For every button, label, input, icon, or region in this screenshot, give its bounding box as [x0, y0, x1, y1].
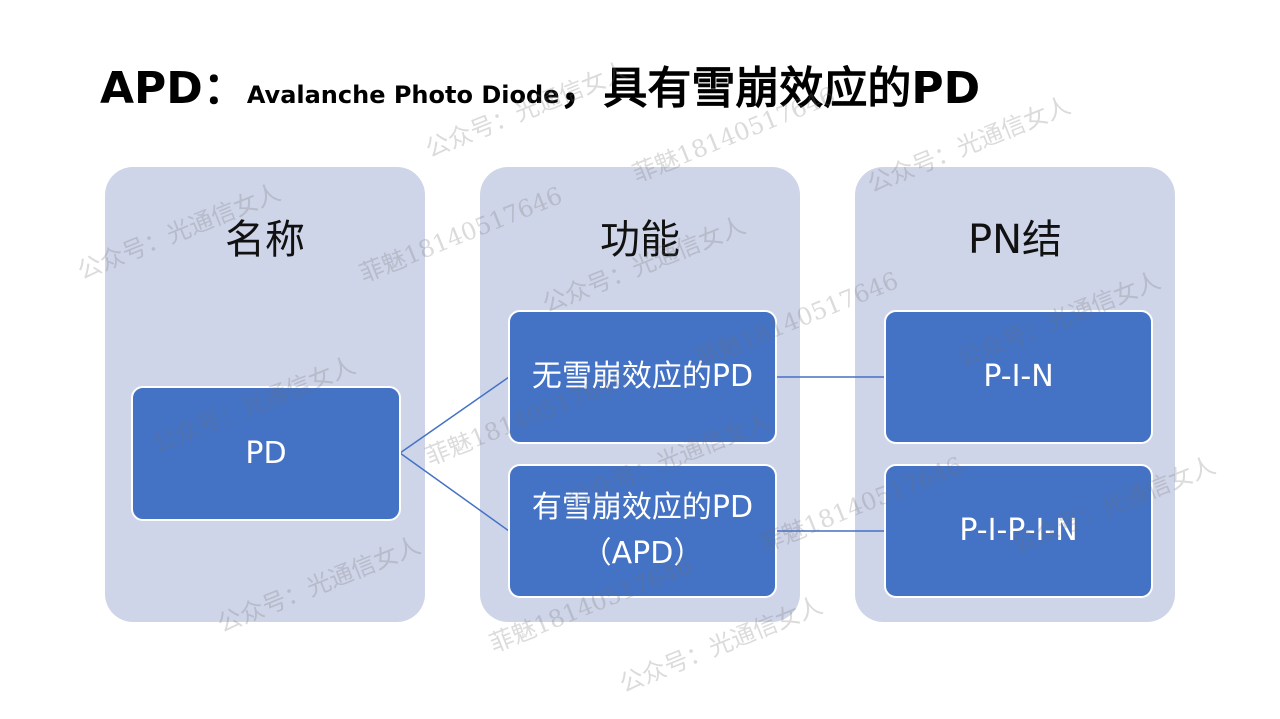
node-avalanche-label-line1: 有雪崩效应的PD — [531, 490, 754, 525]
node-pipin-label: P-I-P-I-N — [959, 513, 1078, 548]
column-function-title: 功能 — [600, 217, 680, 263]
column-pn-title: PN结 — [967, 217, 1063, 263]
node-avalanche-label-line2: （APD） — [581, 536, 704, 571]
title-subtitle: Avalanche Photo Diode — [246, 81, 560, 109]
node-pin-label: P-I-N — [983, 359, 1054, 394]
node-avalanche-pd: 有雪崩效应的PD （APD） — [508, 464, 777, 598]
node-pin: P-I-N — [884, 310, 1153, 444]
node-pd: PD — [131, 386, 401, 521]
title-suffix: ，具有雪崩效应的PD — [559, 63, 981, 114]
column-name-title: 名称 — [225, 217, 305, 263]
title-prefix: APD： — [100, 63, 247, 114]
node-pd-label: PD — [245, 435, 287, 471]
slide-title: APD：Avalanche Photo Diode，具有雪崩效应的PD — [100, 52, 980, 116]
node-no-avalanche-label: 无雪崩效应的PD — [531, 359, 754, 394]
node-pipin: P-I-P-I-N — [884, 464, 1153, 598]
node-no-avalanche-pd: 无雪崩效应的PD — [508, 310, 777, 444]
